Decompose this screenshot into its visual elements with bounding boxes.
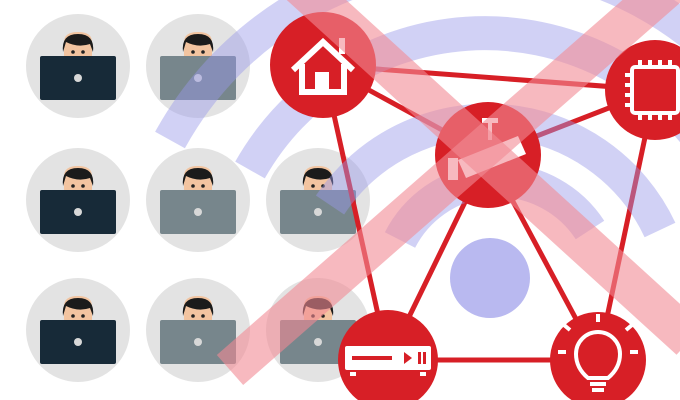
router-node xyxy=(338,310,438,400)
bulb-node xyxy=(550,312,646,400)
home-icon xyxy=(290,37,356,95)
user-laptop-icon xyxy=(26,278,130,382)
light-bulb-icon xyxy=(558,314,638,392)
user-laptop-icon xyxy=(26,14,130,118)
chip-node xyxy=(605,40,680,140)
router-icon xyxy=(345,346,431,376)
user-laptop-icon xyxy=(26,148,130,252)
user-laptop-icon xyxy=(146,148,250,252)
chip-icon xyxy=(625,60,680,120)
cross-out-mark xyxy=(216,0,680,386)
